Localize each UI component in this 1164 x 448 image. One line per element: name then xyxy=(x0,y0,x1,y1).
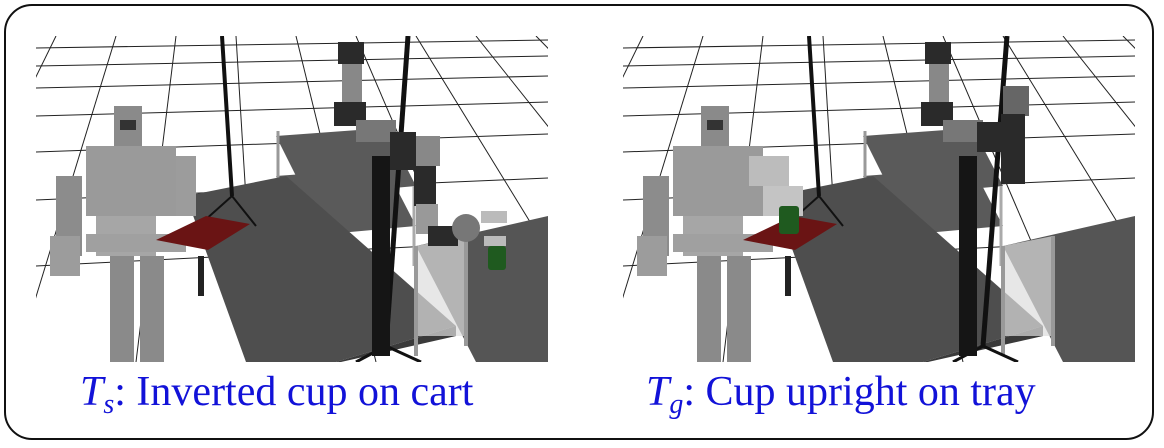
front-cart xyxy=(414,216,548,362)
caption-symbol-start: T xyxy=(80,369,104,415)
scene-start-image xyxy=(36,36,548,362)
inverted-cup xyxy=(488,246,506,270)
figure-frame: Ts: Inverted cup on cart xyxy=(4,4,1154,440)
robot-arm xyxy=(334,42,507,356)
scene-goal-image xyxy=(623,36,1135,362)
simulation-panel-goal xyxy=(623,36,1135,362)
caption-goal: Tg: Cup upright on tray xyxy=(646,368,1036,429)
humanoid-robot xyxy=(50,106,196,362)
caption-subscript-goal: g xyxy=(669,389,684,420)
tray xyxy=(156,216,250,250)
robot-arm xyxy=(921,42,1029,356)
caption-text-goal: : Cup upright on tray xyxy=(683,369,1036,415)
caption-start: Ts: Inverted cup on cart xyxy=(80,368,473,429)
caption-text-start: : Inverted cup on cart xyxy=(114,369,474,415)
upright-cup xyxy=(779,206,799,234)
simulation-panel-start xyxy=(36,36,548,362)
caption-subscript-start: s xyxy=(103,389,115,420)
front-cart xyxy=(1001,216,1135,362)
caption-symbol-goal: T xyxy=(646,369,670,415)
